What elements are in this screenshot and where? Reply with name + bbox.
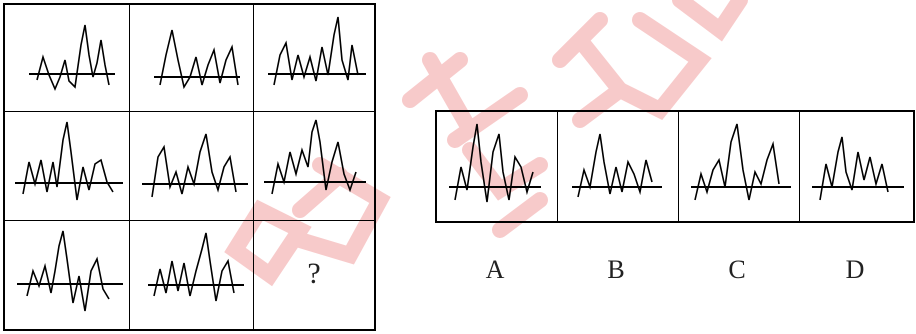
option-c-figure[interactable] bbox=[679, 112, 800, 221]
option-labels: A B C D bbox=[435, 255, 915, 295]
wave-figure bbox=[691, 123, 791, 201]
wave-figure bbox=[29, 24, 115, 92]
grid-cell-1-1 bbox=[5, 5, 130, 112]
option-b-figure[interactable] bbox=[558, 112, 679, 221]
answer-options bbox=[435, 110, 915, 223]
wave-figure bbox=[154, 29, 240, 90]
grid-cell-3-2 bbox=[130, 221, 254, 329]
grid-cell-1-3 bbox=[254, 5, 374, 112]
wave-figure bbox=[17, 230, 123, 312]
grid-cell-1-2 bbox=[130, 5, 254, 112]
wave-figure bbox=[15, 121, 123, 201]
grid-cell-2-2 bbox=[130, 112, 254, 221]
wave-figure bbox=[142, 133, 248, 198]
wave-figure bbox=[449, 123, 541, 203]
question-mark: ? bbox=[307, 257, 321, 290]
option-a-figure[interactable] bbox=[437, 112, 558, 221]
wave-figure bbox=[268, 16, 366, 86]
option-d-label[interactable]: D bbox=[845, 255, 865, 284]
option-a-label[interactable]: A bbox=[485, 255, 505, 284]
option-d-figure[interactable] bbox=[800, 112, 913, 221]
grid-cell-3-1 bbox=[5, 221, 130, 329]
puzzle-grid: ? bbox=[3, 3, 376, 331]
grid-cell-missing: ? bbox=[254, 221, 374, 329]
grid-cell-2-3 bbox=[254, 112, 374, 221]
wave-figure bbox=[572, 133, 662, 198]
option-c-label[interactable]: C bbox=[728, 255, 746, 284]
grid-cell-2-1 bbox=[5, 112, 130, 221]
wave-figure bbox=[148, 232, 244, 302]
wave-figure bbox=[812, 136, 904, 201]
wave-figure bbox=[264, 119, 366, 195]
option-b-label[interactable]: B bbox=[607, 255, 625, 284]
